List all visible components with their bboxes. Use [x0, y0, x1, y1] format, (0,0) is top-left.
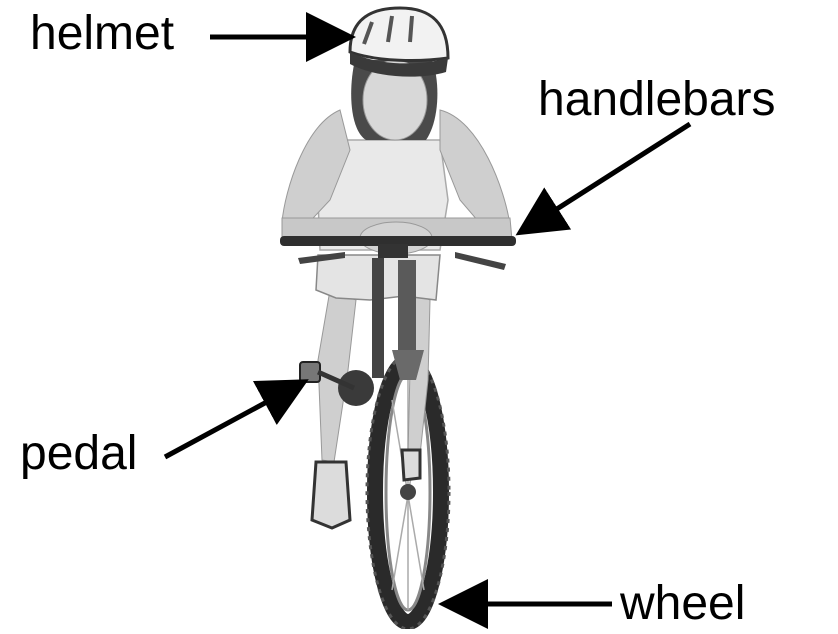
handlebars-arrow — [524, 124, 690, 230]
handlebars-label: handlebars — [538, 76, 776, 124]
down-tube — [372, 258, 384, 378]
left-shoe — [312, 462, 350, 528]
right-arm — [440, 110, 510, 235]
helmet-vent — [410, 16, 412, 42]
right-shoe — [402, 450, 420, 480]
pedal-arrow — [165, 384, 300, 457]
front-wheel — [367, 355, 449, 629]
helmet-label: helmet — [30, 10, 174, 58]
helmet-shell — [350, 8, 448, 60]
pedal-label: pedal — [20, 430, 137, 478]
wheel-label: wheel — [620, 580, 745, 628]
right-brake-lever — [455, 252, 506, 270]
crank — [338, 370, 374, 406]
head — [350, 8, 448, 140]
pedal-block — [300, 362, 320, 382]
hub — [400, 484, 416, 500]
stem — [378, 244, 408, 258]
